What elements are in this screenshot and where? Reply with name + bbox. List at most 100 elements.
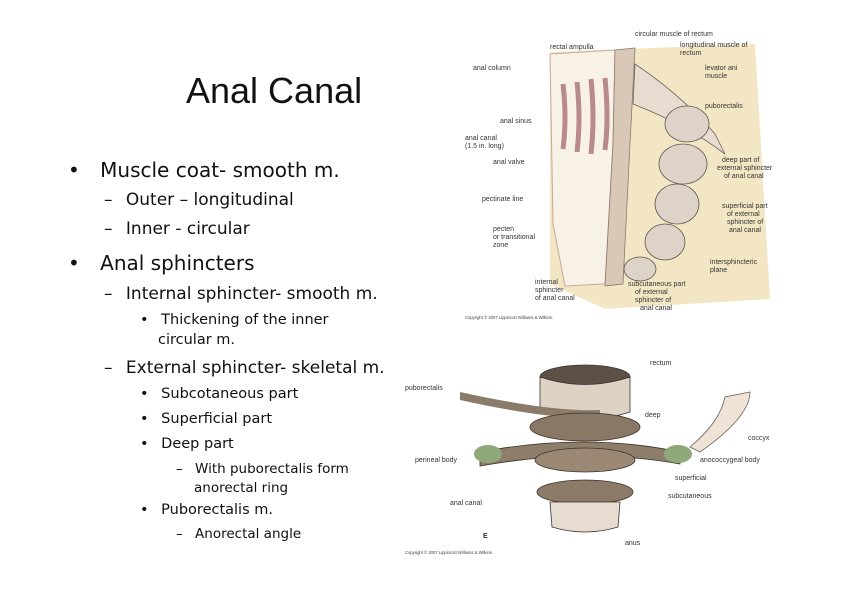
label-intersphincteric: intersphincteric [710, 259, 758, 266]
label-intersphincteric-2: plane [710, 267, 727, 274]
bullet-marker: – [104, 358, 113, 378]
label-subcutaneous: subcutaneous [668, 493, 712, 500]
bullet-text: Internal sphincter- smooth m. [125, 284, 378, 304]
bullet-text: Superficial part [161, 411, 273, 427]
label-superficial-part: superficial part [722, 203, 768, 210]
label-pecten-2: or transitional [493, 234, 535, 241]
label-internal-sphincter-2: sphincter [535, 287, 564, 294]
label-pectinate-line: pectinate line [482, 196, 523, 203]
label-anal-canal: anal canal [465, 135, 497, 142]
bullet-text: Deep part [161, 436, 234, 452]
bullet-superficial: • Superficial part [140, 411, 272, 427]
label-anal-canal-2: (1.5 in. long) [465, 143, 504, 150]
label-longitudinal-muscle: longitudinal muscle of [680, 42, 747, 49]
label-pecten: pecten [493, 226, 514, 233]
bullet-subcotaneous: • Subcotaneous part [140, 386, 298, 402]
bullet-text: Muscle coat- smooth m. [100, 158, 340, 182]
label-anal-sinus: anal sinus [500, 118, 532, 125]
bullet-text: Puborectalis m. [161, 502, 273, 518]
bullet-marker: – [104, 219, 113, 239]
external-sphincter-figure: rectum puborectalis deep coccyx perineal… [405, 360, 770, 555]
label-superficial-part-4: anal canal [729, 227, 761, 234]
bullet-inner-circular: – Inner - circular [104, 219, 250, 239]
bullet-marker: • [140, 386, 149, 402]
label-rectum: rectum [650, 360, 672, 367]
copyright-top: Copyright © 2007 Lippincott Williams & W… [465, 315, 553, 320]
bullet-text: External sphincter- skeletal m. [125, 358, 385, 378]
label-levator-ani-2: muscle [705, 73, 727, 80]
bullet-text: Anorectal angle [195, 526, 302, 542]
deep-ring [529, 412, 641, 442]
bullet-text: Anal sphincters [100, 251, 255, 275]
label-anal-canal-bottom: anal canal [450, 500, 482, 507]
bullet-muscle-coat: • Muscle coat- smooth m. [68, 158, 340, 182]
slide-title: Anal Canal [186, 70, 363, 111]
label-anal-valve: anal valve [493, 159, 525, 166]
subcutaneous-ring [536, 479, 634, 505]
label-deep-part-2: external sphincter [717, 165, 773, 172]
label-deep-part: deep part of [722, 157, 759, 164]
bullet-marker: – [104, 190, 113, 210]
label-superficial: superficial [675, 475, 707, 482]
label-longitudinal-muscle-2: rectum [680, 50, 702, 57]
label-subcutaneous-part: subcutaneous part [628, 281, 686, 288]
anococcygeal-body-shape [664, 445, 692, 463]
label-deep-part-3: of anal canal [724, 173, 764, 180]
label-deep: deep [645, 412, 661, 419]
anal-columns [560, 77, 610, 155]
label-superficial-part-3: sphincter of [727, 219, 763, 226]
superficial-ring [534, 447, 636, 473]
label-rectal-ampulla: rectal ampulla [550, 44, 594, 51]
label-coccyx: coccyx [748, 435, 770, 442]
bullet-outer-longitudinal: – Outer – longitudinal [104, 190, 294, 210]
bullet-thickening-cont: circular m. [158, 332, 236, 348]
external-sphincter-bundles [623, 105, 710, 282]
label-subcutaneous-part-2: of external [635, 289, 668, 296]
bullet-text: Inner - circular [125, 219, 250, 239]
label-pecten-3: zone [493, 242, 508, 249]
label-subcutaneous-part-4: anal canal [640, 305, 672, 312]
label-superficial-part-2: of external [727, 211, 760, 218]
coccyx-shape [689, 391, 751, 453]
label-internal-sphincter: internal [535, 279, 558, 286]
copyright-bottom: Copyright © 2007 Lippincott Williams & W… [405, 550, 493, 555]
bullet-puborectalis-ring: – With puborectalis form [176, 461, 349, 477]
label-levator-ani: levator ani [705, 65, 738, 72]
label-subcutaneous-part-3: sphincter of [635, 297, 671, 304]
label-anus: anus [625, 540, 641, 547]
bullet-puborectalis-ring-cont: anorectal ring [194, 480, 289, 496]
anal-canal-section-figure: rectal ampulla circular muscle of rectum… [465, 31, 773, 320]
bullet-text: Thickening of the inner [161, 312, 329, 328]
bullet-deep: • Deep part [140, 436, 234, 452]
anal-canal-tube [549, 501, 621, 533]
bullet-text: Subcotaneous part [161, 386, 299, 402]
bullet-text: With puborectalis form [195, 461, 349, 477]
bullet-marker: • [68, 251, 80, 275]
bullet-thickening: • Thickening of the inner [140, 312, 329, 328]
label-anal-column: anal column [473, 65, 511, 72]
label-anococcygeal-body: anococcygeal body [700, 457, 760, 464]
bullet-internal-sphincter: – Internal sphincter- smooth m. [104, 284, 378, 304]
bullet-marker: – [176, 461, 183, 477]
bullet-puborectalis: • Puborectalis m. [140, 502, 273, 518]
label-perineal-body: perineal body [415, 457, 458, 464]
label-circular-muscle: circular muscle of rectum [635, 31, 713, 38]
puborectalis-sling [460, 392, 600, 419]
bullet-marker: • [68, 158, 80, 182]
bullet-marker: • [140, 502, 149, 518]
bullet-marker: • [140, 312, 149, 328]
label-puborectalis-top: puborectalis [705, 103, 743, 110]
label-puborectalis-bottom: puborectalis [405, 385, 443, 392]
label-panel-e: E [483, 533, 488, 540]
bullet-marker: – [104, 284, 113, 304]
bullet-marker: – [176, 526, 183, 542]
perineal-body [474, 445, 502, 463]
bullet-text: Outer – longitudinal [125, 190, 294, 210]
bullet-external-sphincter: – External sphincter- skeletal m. [104, 358, 385, 378]
bullet-marker: • [140, 411, 149, 427]
label-internal-sphincter-3: of anal canal [535, 295, 575, 302]
bullet-anal-sphincters: • Anal sphincters [68, 251, 255, 275]
bullet-anorectal-angle: – Anorectal angle [176, 526, 301, 542]
muscle-wall [604, 47, 636, 287]
bullet-marker: • [140, 436, 149, 452]
